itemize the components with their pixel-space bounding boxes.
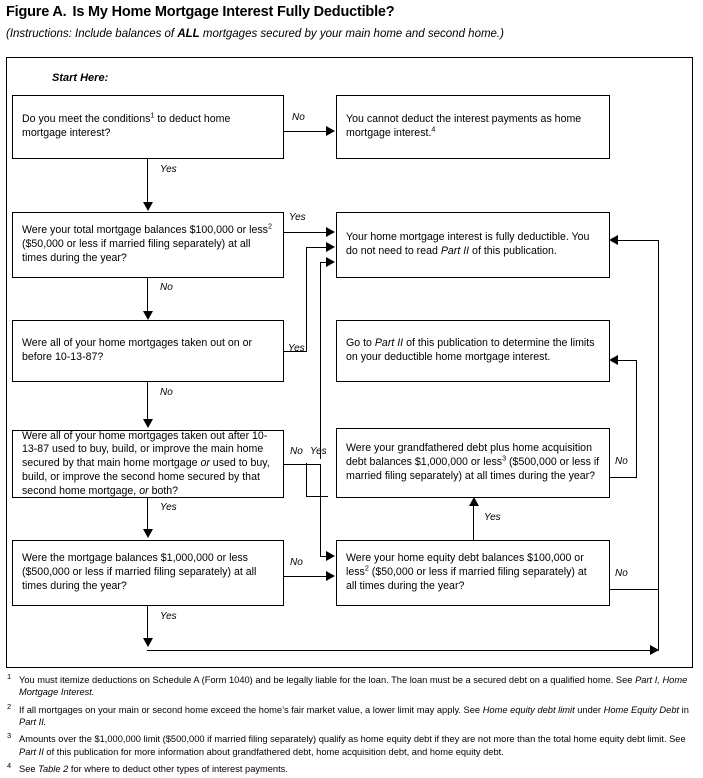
- edge-q3-no-line: [147, 382, 149, 420]
- edge-merge-arrow: [326, 257, 335, 267]
- start-here-label: Start Here:: [52, 72, 109, 84]
- footnote-text: See Table 2 for where to deduct other ty…: [19, 764, 288, 775]
- terminal-box-go-to-part-ii[interactable]: Go to Part II of this publication to det…: [336, 320, 610, 382]
- edge-q2-yes-line: [284, 232, 327, 234]
- edge-q6-yes-arrow-down: [143, 638, 153, 647]
- edge-q6-no-line: [284, 576, 328, 578]
- edge-bottom-rail-arrow: [650, 645, 659, 655]
- decision-box-total-balances-100k[interactable]: Were your total mortgage balances $100,0…: [12, 212, 284, 278]
- edge-q3-no-arrow: [143, 419, 153, 428]
- instructions-prefix: (Instructions: Include balances of: [6, 28, 178, 40]
- figure-title-text: Is My Home Mortgage Interest Fully Deduc…: [72, 4, 395, 20]
- figure-label: Figure A.: [6, 4, 67, 20]
- edge-bottom-rail: [147, 650, 657, 652]
- edge-label-q3-no: No: [160, 387, 173, 398]
- instructions-emphasis: ALL: [177, 28, 200, 40]
- box-t3-text: Go to Part II of this publication to det…: [346, 337, 595, 363]
- box-q1-text: Do you meet the conditions1 to deduct ho…: [22, 110, 231, 139]
- edge-q4-yes-line: [147, 498, 149, 530]
- box-t2-text: Your home mortgage interest is fully ded…: [346, 231, 590, 257]
- edge-return-line-v: [658, 240, 660, 651]
- edge-q3-yes-line-h2: [306, 247, 327, 249]
- terminal-box-fully-deductible[interactable]: Your home mortgage interest is fully ded…: [336, 212, 610, 278]
- edge-q2-no-arrow: [143, 311, 153, 320]
- edge-q5-yes-line-v: [306, 463, 308, 497]
- footnote-text: You must itemize deductions on Schedule …: [19, 675, 688, 698]
- edge-q6-yes-line-v: [147, 606, 149, 646]
- terminal-box-cannot-deduct[interactable]: You cannot deduct the interest payments …: [336, 95, 610, 159]
- edge-label-q6-no: No: [290, 557, 303, 568]
- footnote-item: 3 Amounts over the $1,000,000 limit ($50…: [6, 731, 696, 758]
- edge-q4-no-line-h: [284, 464, 321, 466]
- edge-return-line-h: [618, 240, 659, 242]
- edge-q7-yes-line: [473, 505, 475, 541]
- edge-q5-yes-line-h: [306, 496, 328, 498]
- edge-q2-yes-arrow: [326, 227, 335, 237]
- footnote-text: If all mortgages on your main or second …: [19, 704, 689, 728]
- edge-label-q7-yes: Yes: [484, 512, 501, 523]
- footnote-marker: 1: [7, 672, 12, 681]
- decision-box-home-equity-balances-100k[interactable]: Were your home equity debt balances $100…: [336, 540, 610, 606]
- instructions-suffix: mortgages secured by your main home and …: [199, 28, 504, 40]
- box-q3-text: Were all of your home mortgages taken ou…: [22, 337, 253, 363]
- box-q4-text: Were all of your home mortgages taken ou…: [22, 429, 270, 497]
- edge-label-q5-no: No: [615, 456, 628, 467]
- edge-q4-no-arrow: [326, 551, 335, 561]
- edge-q2-no-line: [147, 278, 149, 312]
- edge-q7-yes-arrow: [469, 497, 479, 506]
- edge-label-q1-yes: Yes: [160, 164, 177, 175]
- edge-label-q5-yes: Yes: [310, 446, 327, 457]
- box-q5-text: Were your grandfathered debt plus home a…: [346, 442, 600, 482]
- footnote-marker: 4: [7, 761, 12, 771]
- edge-merge-line-v: [320, 262, 322, 459]
- edge-label-q4-yes: Yes: [160, 502, 177, 513]
- box-q7-text: Were your home equity debt balances $100…: [346, 552, 587, 592]
- edge-q3-yes-line-h: [284, 351, 307, 353]
- decision-box-mortgage-balances-1m[interactable]: Were the mortgage balances $1,000,000 or…: [12, 540, 284, 606]
- figure-instructions: (Instructions: Include balances of ALL m…: [6, 28, 504, 40]
- decision-box-before-10-13-87[interactable]: Were all of your home mortgages taken ou…: [12, 320, 284, 382]
- edge-label-q6-yes: Yes: [160, 611, 177, 622]
- decision-box-grandfathered-plus-acquisition[interactable]: Were your grandfathered debt plus home a…: [336, 428, 610, 498]
- edge-label-q4-no: No: [290, 446, 303, 457]
- edge-q5-no-line-h2: [617, 360, 637, 362]
- footnote-text: Amounts over the $1,000,000 limit ($500,…: [19, 734, 686, 757]
- decision-box-conditions[interactable]: Do you meet the conditions1 to deduct ho…: [12, 95, 284, 159]
- edge-q1-no-arrow: [326, 126, 335, 136]
- edge-return-arrow: [609, 235, 618, 245]
- edge-q3-yes-arrow: [326, 242, 335, 252]
- edge-q4-no-line-v: [320, 464, 322, 557]
- footnote-marker: 3: [7, 731, 12, 741]
- edge-label-q1-no: No: [292, 112, 305, 123]
- box-q2-text: Were your total mortgage balances $100,0…: [22, 221, 272, 264]
- edge-label-q3-yes: Yes: [288, 343, 305, 354]
- edge-label-q7-no: No: [615, 568, 628, 579]
- edge-q6-no-arrow: [326, 571, 335, 581]
- box-q6-text: Were the mortgage balances $1,000,000 or…: [22, 552, 257, 592]
- edge-q7-no-line: [610, 589, 658, 591]
- edge-q1-yes-line: [147, 159, 149, 203]
- edge-q3-yes-line-v: [306, 247, 308, 352]
- edge-q5-no-line-v: [636, 360, 638, 478]
- edge-merge-line-h: [320, 262, 328, 264]
- edge-label-q2-no: No: [160, 282, 173, 293]
- edge-label-q2-yes: Yes: [289, 212, 306, 223]
- footnote-item: 2 If all mortgages on your main or secon…: [6, 701, 696, 729]
- footnotes-section: 1 You must itemize deductions on Schedul…: [6, 672, 696, 778]
- footnote-item: 4 See Table 2 for where to deduct other …: [6, 761, 696, 775]
- page-title: Figure A. Is My Home Mortgage Interest Fu…: [6, 4, 395, 20]
- edge-q4-yes-arrow: [143, 529, 153, 538]
- edge-q5-no-arrow: [609, 355, 618, 365]
- footnote-marker: 2: [7, 701, 12, 711]
- edge-q1-yes-arrow: [143, 202, 153, 211]
- decision-box-taken-out-after-10-13-87[interactable]: Were all of your home mortgages taken ou…: [12, 430, 284, 498]
- edge-q5-no-line-h: [610, 477, 637, 479]
- edge-q4-no-line-h2: [320, 556, 328, 558]
- edge-q1-no-line: [284, 131, 327, 133]
- footnote-item: 1 You must itemize deductions on Schedul…: [6, 672, 696, 699]
- box-t1-text: You cannot deduct the interest payments …: [346, 113, 582, 139]
